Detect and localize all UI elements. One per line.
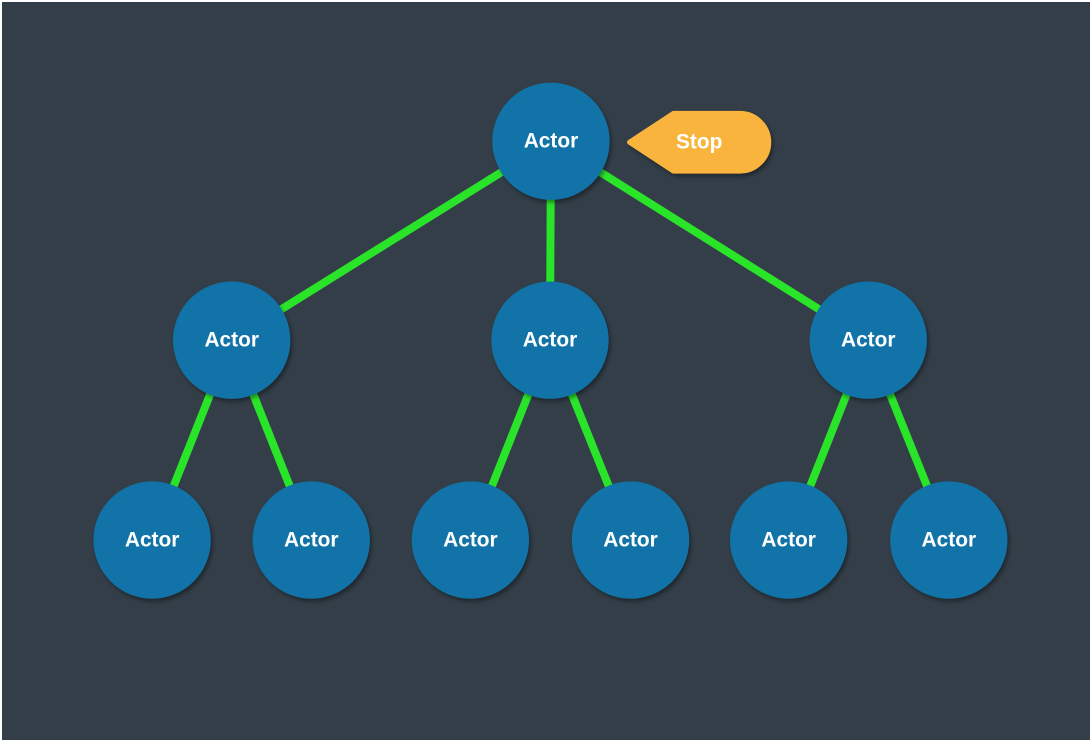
node-label: Actor [761, 529, 816, 552]
tree-node-mid-3[interactable]: Actor [809, 281, 927, 399]
node-circle[interactable] [93, 481, 211, 599]
node-label: Actor [204, 329, 259, 352]
tree-node-root[interactable]: Actor [492, 82, 610, 200]
stop-label: Stop [676, 131, 722, 154]
tree-node-leaf-6[interactable]: Actor [890, 481, 1008, 599]
node-circle[interactable] [890, 481, 1008, 599]
tree-edge-root-mid-3[interactable] [548, 137, 871, 344]
node-label: Actor [603, 529, 658, 552]
node-circle[interactable] [492, 82, 610, 200]
tree-node-leaf-4[interactable]: Actor [571, 481, 690, 599]
node-label: Actor [841, 329, 896, 352]
node-label: Actor [523, 329, 578, 352]
node-circle[interactable] [173, 281, 291, 399]
node-label: Actor [524, 130, 579, 153]
node-label: Actor [922, 529, 977, 552]
node-circle[interactable] [730, 481, 848, 599]
node-circle[interactable] [252, 481, 370, 599]
node-circle[interactable] [571, 481, 690, 599]
node-circle[interactable] [491, 281, 609, 399]
node-label: Actor [443, 529, 498, 552]
node-circle[interactable] [411, 481, 530, 599]
tree-node-leaf-3[interactable]: Actor [411, 481, 530, 599]
node-circle[interactable] [809, 281, 927, 399]
tree-node-mid-1[interactable]: Actor [173, 281, 291, 399]
tree-edge-root-mid-1[interactable] [229, 137, 554, 344]
tree-node-leaf-2[interactable]: Actor [252, 481, 370, 599]
tree-node-leaf-1[interactable]: Actor [93, 481, 211, 599]
stop-annotation[interactable]: Stop [627, 110, 772, 174]
node-label: Actor [125, 529, 180, 552]
stop-pointer-shape[interactable] [627, 110, 772, 174]
tree-node-mid-2[interactable]: Actor [491, 281, 609, 399]
node-label: Actor [284, 529, 339, 552]
tree-node-leaf-5[interactable]: Actor [730, 481, 848, 599]
